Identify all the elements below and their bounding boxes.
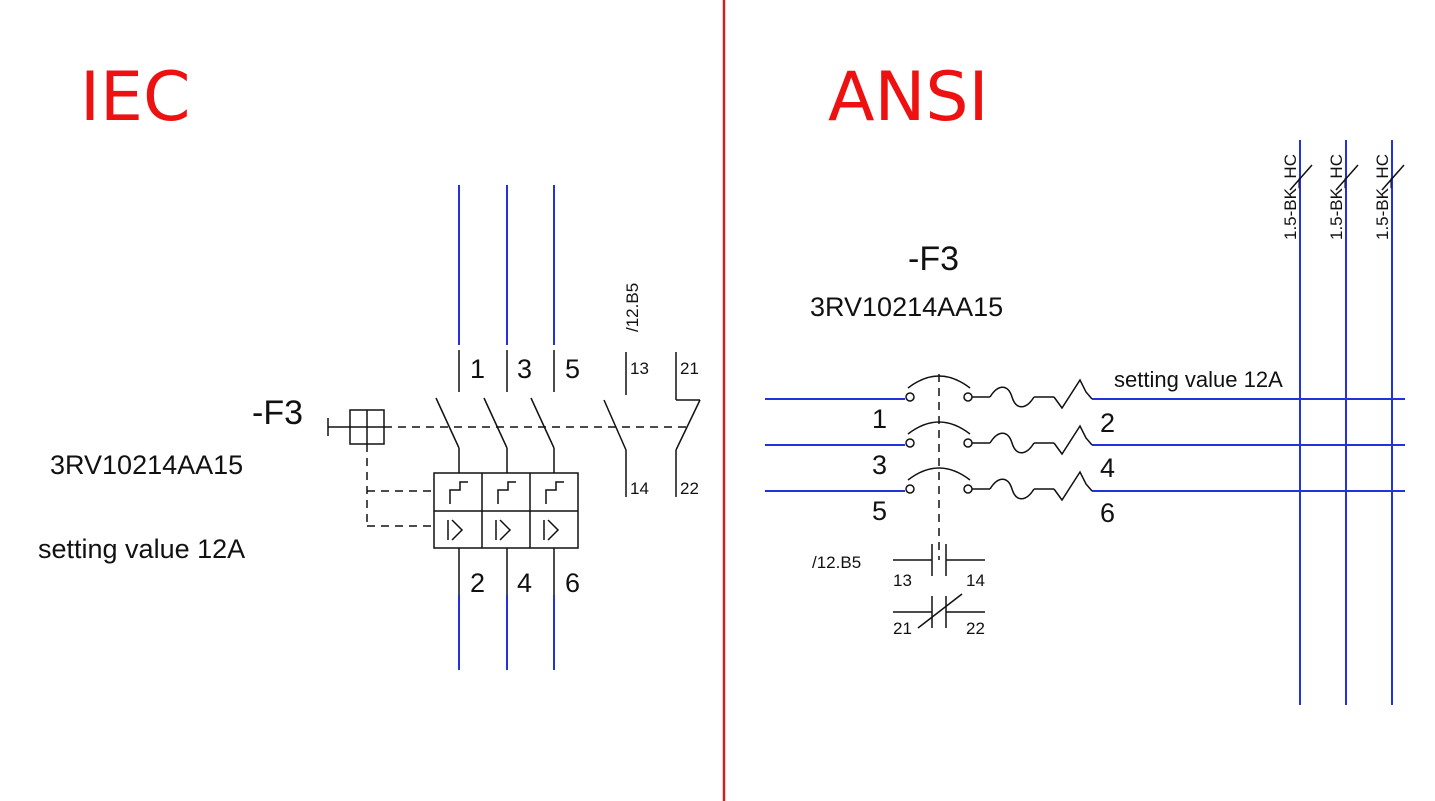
ansi-terminal-4: 4 xyxy=(1100,453,1115,483)
iec-title: IEC xyxy=(80,58,191,137)
iec-labels: -F3 3RV10214AA15 setting value 12A /12.B… xyxy=(38,283,699,598)
ansi-aux-contacts xyxy=(893,544,985,629)
ansi-wire-label-3: 1.5-BK_HC xyxy=(1373,154,1392,240)
iec-main-wires xyxy=(458,185,555,670)
iec-main-contacts xyxy=(435,350,555,595)
ansi-contact-21: 21 xyxy=(893,619,912,638)
ansi-horizontal-wires xyxy=(765,398,1405,492)
iec-terminal-5: 5 xyxy=(565,354,580,384)
iec-terminal-4: 4 xyxy=(517,568,532,598)
ansi-device-tag: -F3 xyxy=(908,240,959,278)
iec-terminal-1: 1 xyxy=(470,354,485,384)
ansi-wire-label-2: 1.5-BK_HC xyxy=(1327,154,1346,240)
iec-actuator xyxy=(327,409,690,527)
iec-contact-13: 13 xyxy=(630,359,649,378)
ansi-vertical-wires xyxy=(1289,140,1405,705)
iec-part-number: 3RV10214AA15 xyxy=(50,450,243,480)
ansi-contact-22: 22 xyxy=(966,619,985,638)
ansi-terminal-1: 1 xyxy=(872,404,887,434)
ansi-setting-value: setting value 12A xyxy=(1114,367,1283,392)
ansi-wire-label-1: 1.5-BK_HC xyxy=(1281,154,1300,240)
iec-contact-14: 14 xyxy=(630,479,649,498)
iec-protection-block xyxy=(433,472,579,549)
ansi-contact-14: 14 xyxy=(966,571,985,590)
iec-terminal-3: 3 xyxy=(517,354,532,384)
iec-terminal-2: 2 xyxy=(470,568,485,598)
ansi-contact-13: 13 xyxy=(893,571,912,590)
ansi-breaker-poles xyxy=(905,375,1093,502)
iec-cross-ref: /12.B5 xyxy=(623,283,642,332)
ansi-terminal-6: 6 xyxy=(1100,498,1115,528)
iec-contact-22: 22 xyxy=(680,479,699,498)
ansi-cross-ref: /12.B5 xyxy=(812,553,861,572)
iec-device-tag: -F3 xyxy=(252,394,303,432)
iec-terminal-6: 6 xyxy=(565,568,580,598)
ansi-title: ANSI xyxy=(828,58,989,137)
ansi-part-number: 3RV10214AA15 xyxy=(810,292,1003,322)
ansi-terminal-2: 2 xyxy=(1100,408,1115,438)
iec-setting-value: setting value 12A xyxy=(38,534,245,564)
iec-aux-contacts xyxy=(603,352,701,497)
ansi-labels: -F3 3RV10214AA15 setting value 12A 1 3 5… xyxy=(810,154,1392,638)
ansi-terminal-3: 3 xyxy=(872,450,887,480)
ansi-terminal-5: 5 xyxy=(872,496,887,526)
iec-contact-21: 21 xyxy=(680,359,699,378)
